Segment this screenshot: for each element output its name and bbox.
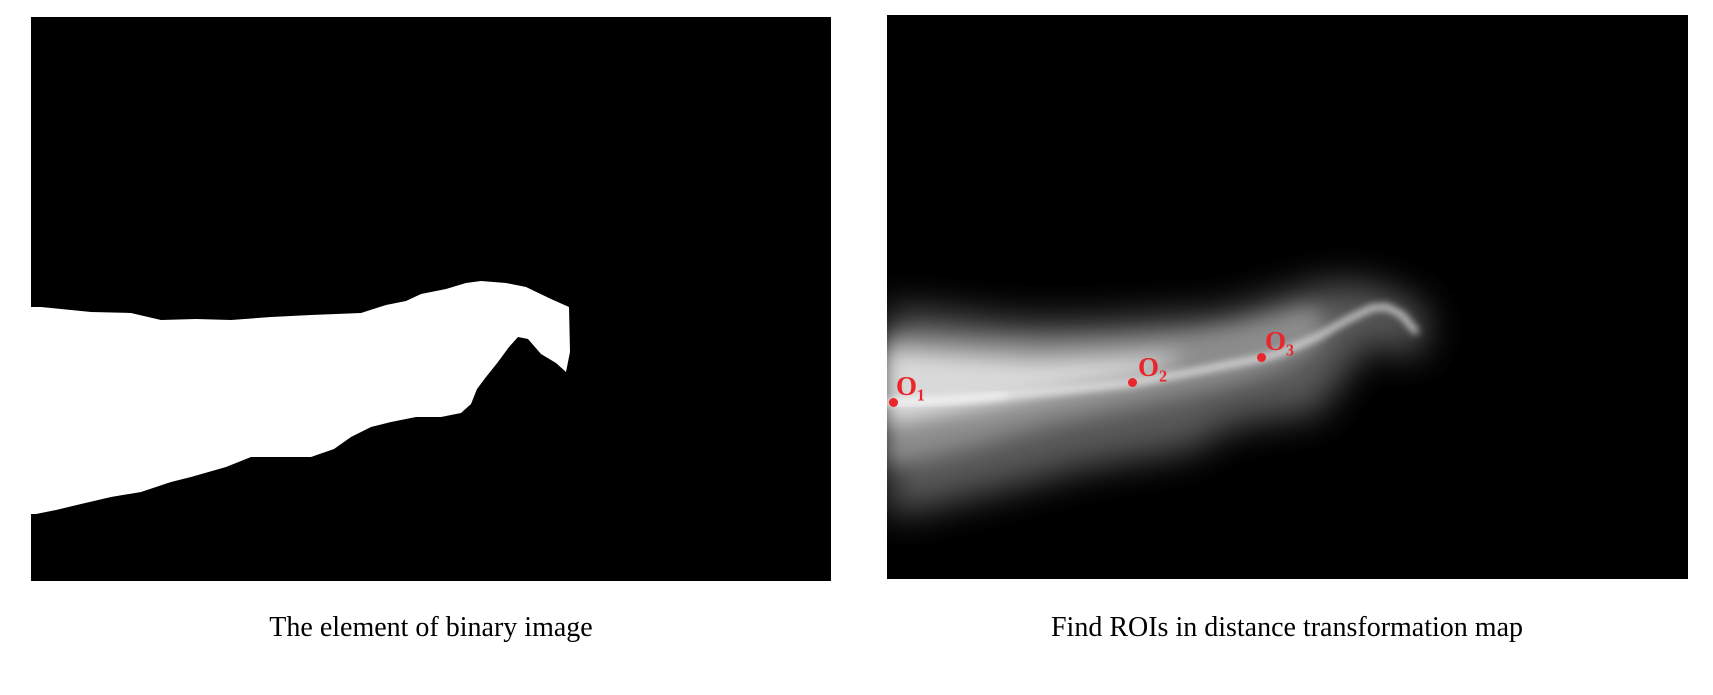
roi-label-o2: O₂: [1138, 352, 1168, 382]
left-panel-caption: The element of binary image: [269, 612, 593, 643]
binary-image-panel: [31, 17, 831, 581]
roi-label-o1: O₁: [896, 371, 926, 401]
roi-label-o3: O₃: [1265, 326, 1295, 356]
roi-marker-o2: [1128, 378, 1137, 387]
distance-map-panel: [887, 15, 1688, 579]
right-panel-caption: Find ROIs in distance transformation map: [1050, 612, 1524, 643]
roi-marker-o3: [1257, 353, 1266, 362]
distance-map-image: [887, 282, 1425, 515]
binary-element-shape: [31, 281, 570, 514]
roi-marker-o1: [889, 398, 898, 407]
